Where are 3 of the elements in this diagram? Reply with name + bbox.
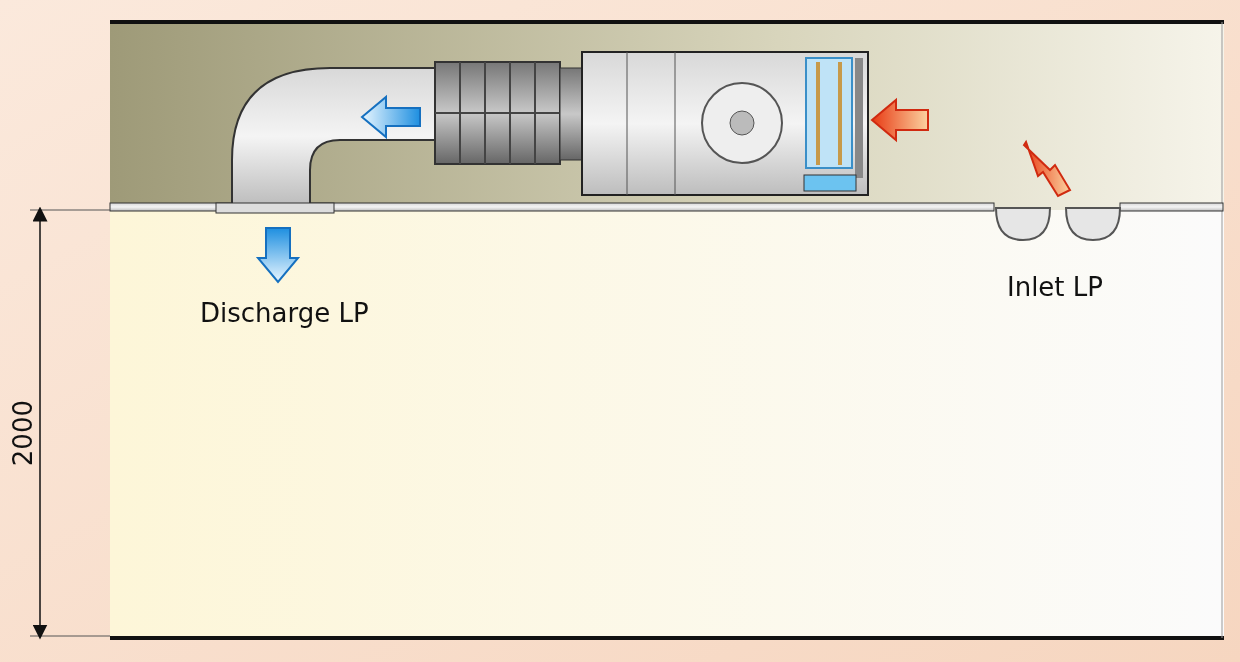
- dimension-label: 2000: [8, 400, 38, 467]
- outlet-label: Discharge LP: [200, 298, 369, 328]
- inlet-label: Inlet LP: [1007, 272, 1103, 302]
